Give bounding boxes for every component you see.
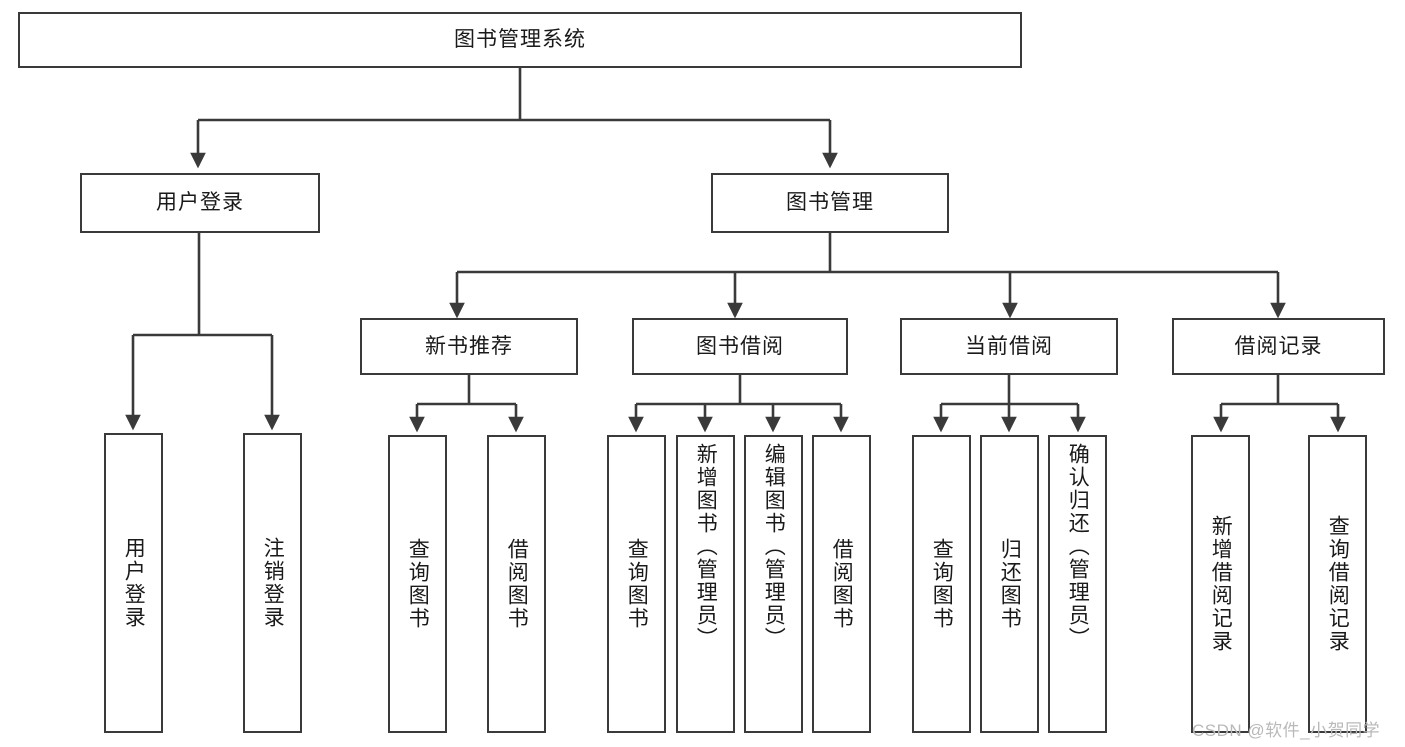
node-leaf-confirm-return-label: 确认归还（管理员） [1066, 443, 1090, 650]
node-user-login[interactable]: 用户登录 [80, 173, 320, 233]
node-leaf-add-book[interactable]: 新增图书（管理员） [676, 435, 735, 733]
node-root[interactable]: 图书管理系统 [18, 12, 1022, 68]
node-leaf-borrow-book-2-label: 借阅图书 [830, 538, 854, 630]
node-leaf-add-book-label: 新增图书（管理员） [694, 443, 718, 650]
node-leaf-edit-book[interactable]: 编辑图书（管理员） [744, 435, 803, 733]
node-book-manage-label: 图书管理 [786, 191, 874, 215]
node-leaf-confirm-return[interactable]: 确认归还（管理员） [1048, 435, 1107, 733]
node-new-book-recommend-label: 新书推荐 [425, 334, 513, 358]
node-current-borrow-label: 当前借阅 [965, 334, 1053, 358]
node-leaf-borrow-book-1-label: 借阅图书 [505, 538, 529, 630]
node-leaf-query-book-2-label: 查询图书 [625, 538, 649, 630]
node-borrow-record[interactable]: 借阅记录 [1172, 318, 1385, 375]
node-current-borrow[interactable]: 当前借阅 [900, 318, 1118, 375]
node-root-label: 图书管理系统 [454, 28, 586, 52]
node-leaf-logout[interactable]: 注销登录 [243, 433, 302, 733]
node-book-borrow[interactable]: 图书借阅 [632, 318, 848, 375]
node-leaf-borrow-book-2[interactable]: 借阅图书 [812, 435, 871, 733]
node-new-book-recommend[interactable]: 新书推荐 [360, 318, 578, 375]
node-leaf-query-book-1[interactable]: 查询图书 [388, 435, 447, 733]
node-leaf-return-book-label: 归还图书 [998, 538, 1022, 630]
node-leaf-query-record-label: 查询借阅记录 [1326, 515, 1350, 653]
node-user-login-label: 用户登录 [156, 191, 244, 215]
node-leaf-logout-label: 注销登录 [261, 537, 285, 629]
node-leaf-query-book-3[interactable]: 查询图书 [912, 435, 971, 733]
node-leaf-borrow-book-1[interactable]: 借阅图书 [487, 435, 546, 733]
node-leaf-return-book[interactable]: 归还图书 [980, 435, 1039, 733]
node-leaf-add-record[interactable]: 新增借阅记录 [1191, 435, 1250, 733]
csdn-watermark: CSDN @软件_小贺同学 [1192, 721, 1381, 740]
node-leaf-query-book-3-label: 查询图书 [930, 538, 954, 630]
node-book-manage[interactable]: 图书管理 [711, 173, 949, 233]
node-borrow-record-label: 借阅记录 [1234, 334, 1323, 358]
node-book-borrow-label: 图书借阅 [696, 334, 784, 358]
node-leaf-query-record[interactable]: 查询借阅记录 [1308, 435, 1367, 733]
node-leaf-query-book-2[interactable]: 查询图书 [607, 435, 666, 733]
node-leaf-add-record-label: 新增借阅记录 [1209, 515, 1233, 653]
node-leaf-user-login-label: 用户登录 [122, 537, 146, 629]
node-leaf-edit-book-label: 编辑图书（管理员） [762, 443, 786, 650]
node-leaf-query-book-1-label: 查询图书 [406, 538, 430, 630]
node-leaf-user-login[interactable]: 用户登录 [104, 433, 163, 733]
